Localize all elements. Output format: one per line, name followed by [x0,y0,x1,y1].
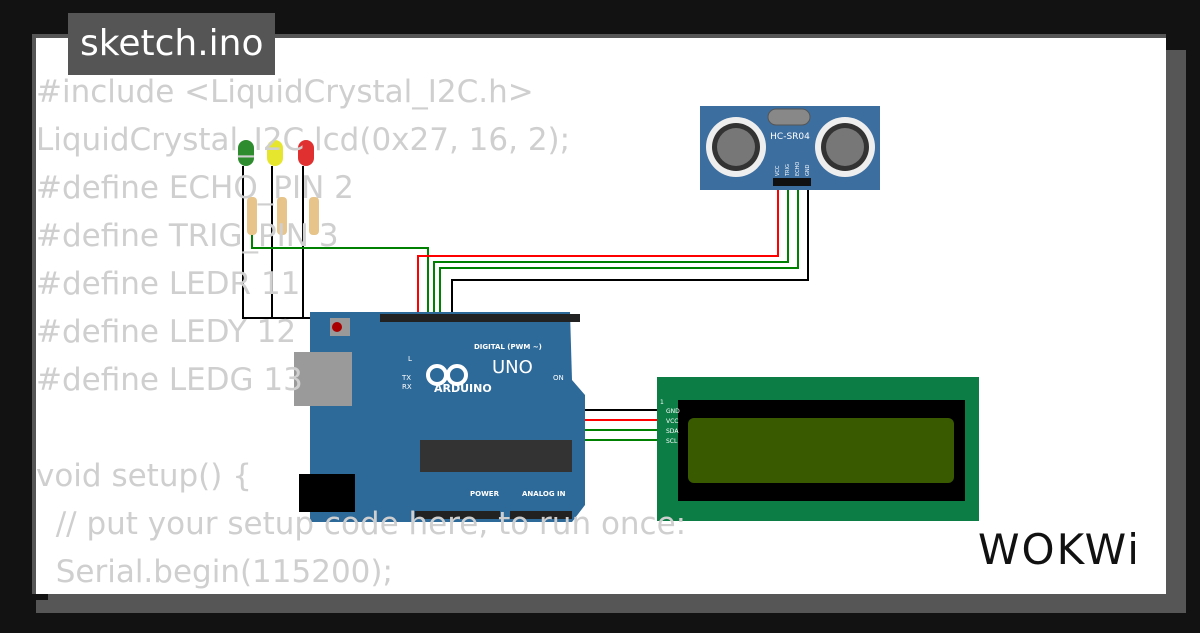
led-green[interactable] [238,140,254,166]
led-red[interactable] [298,140,314,166]
arduino-model: UNO [492,357,533,378]
hc-sr04-sensor[interactable]: HC-SR04 VCC TRIG ECHO GND [700,106,880,190]
digital-label: DIGITAL (PWM ~) [474,343,542,351]
on-label: ON [553,374,564,382]
arduino-brand: ARDUINO [434,382,492,395]
file-tab[interactable]: sketch.ino [68,13,276,75]
lcd-pin-label: VCC [666,418,678,425]
pin-label: TRIG [785,164,791,177]
power-label: POWER [470,490,500,498]
analog-label: ANALOG IN [522,490,566,498]
sensor-label: HC-SR04 [770,132,810,142]
pin-label: GND [805,164,811,176]
lcd-pin-label: SCL [666,438,678,445]
resistors[interactable] [247,197,319,235]
lcd-1602-i2c[interactable]: 1 GND VCC SDA SCL [657,377,979,521]
led-yellow[interactable] [267,140,283,166]
tx-label: TX [401,374,411,382]
mask-bottom [36,613,1200,633]
wokwi-logo: WOKWi [978,525,1141,574]
lcd-pin-label: GND [666,408,680,415]
pin-label: ECHO [795,162,801,176]
l-label: L [408,355,412,363]
pin-label: VCC [775,165,781,176]
arduino-uno-board[interactable]: UNO ARDUINO DIGITAL (PWM ~) POWER ANALOG… [294,312,585,522]
lcd-pin-label: SDA [666,428,679,435]
rx-label: RX [402,383,412,391]
lcd-pin1-label: 1 [660,399,664,406]
card-bottom-mask [36,600,1166,613]
